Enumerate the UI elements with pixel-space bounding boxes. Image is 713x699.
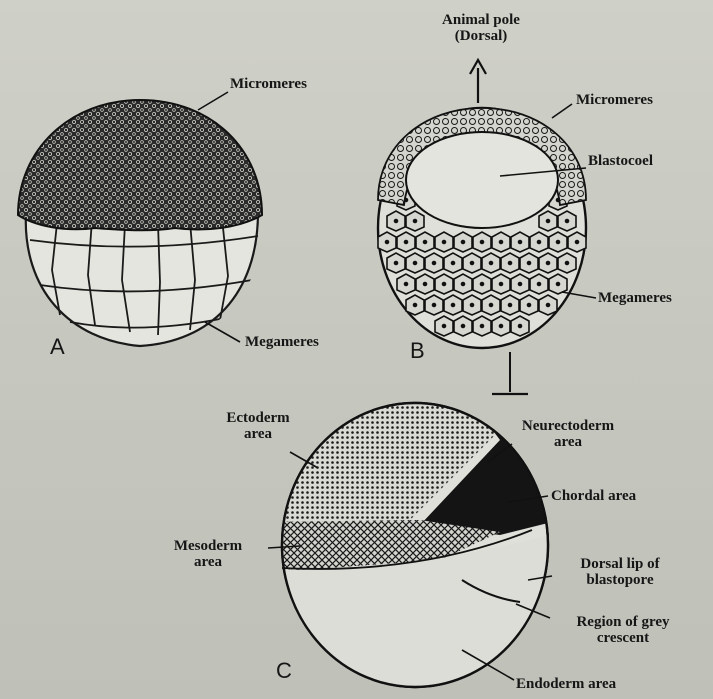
panel-a-megameres-label: Megameres (245, 334, 319, 350)
panel-c-letter: C (276, 658, 292, 684)
megamere-nucleus (566, 262, 569, 265)
megamere-nucleus (557, 241, 560, 244)
grey-crescent-line2: crescent (548, 630, 698, 646)
dorsal-lip-line2: blastopore (550, 572, 690, 588)
megamere-nucleus (538, 241, 541, 244)
megamere-nucleus (414, 220, 417, 223)
megamere-nucleus (405, 241, 408, 244)
megamere-nucleus (471, 304, 474, 307)
megamere-nucleus (547, 304, 550, 307)
megamere-nucleus (424, 241, 427, 244)
ectoderm-line1: Ectoderm (208, 410, 308, 426)
ectoderm-label: Ectoderm area (208, 410, 308, 442)
panel-a-micromeres-label: Micromeres (230, 76, 307, 92)
megamere-nucleus (424, 283, 427, 286)
megamere-nucleus (462, 325, 465, 328)
megamere-nucleus (519, 241, 522, 244)
panel-a-letter: A (50, 334, 65, 360)
ectoderm-line2: area (208, 426, 308, 442)
megamere-nucleus (462, 241, 465, 244)
mesoderm-label: Mesoderm area (148, 538, 268, 570)
panel-a-micromere-cap (18, 100, 262, 230)
megamere-nucleus (452, 304, 455, 307)
megamere-nucleus (386, 241, 389, 244)
panel-b-blastocoel-label: Blastocoel (588, 153, 653, 169)
animal-pole-line1: Animal pole (416, 12, 546, 28)
dorsal-lip-label: Dorsal lip of blastopore (550, 556, 690, 588)
megamere-nucleus (471, 262, 474, 265)
neurectoderm-line1: Neurectoderm (503, 418, 633, 434)
megamere-nucleus (528, 262, 531, 265)
megamere-nucleus (395, 220, 398, 223)
megamere-nucleus (490, 262, 493, 265)
megamere-nucleus (500, 241, 503, 244)
megamere-nucleus (576, 241, 579, 244)
megamere-nucleus (547, 220, 550, 223)
megamere-nucleus (547, 262, 550, 265)
megamere-nucleus (452, 262, 455, 265)
megamere-nucleus (443, 283, 446, 286)
megamere-nucleus (443, 325, 446, 328)
megamere-nucleus (481, 283, 484, 286)
dorsal-lip-line1: Dorsal lip of (550, 556, 690, 572)
animal-pole-label: Animal pole (Dorsal) (416, 12, 546, 44)
panel-b-micromeres-label: Micromeres (576, 92, 653, 108)
animal-pole-line2: (Dorsal) (416, 28, 546, 44)
panel-b-megameres-label: Megameres (598, 290, 672, 306)
megamere-nucleus (443, 241, 446, 244)
neurectoderm-line2: area (503, 434, 633, 450)
grey-crescent-label: Region of grey crescent (548, 614, 698, 646)
megamere-nucleus (519, 325, 522, 328)
megamere-nucleus (414, 262, 417, 265)
megamere-nucleus (405, 283, 408, 286)
megamere-nucleus (528, 304, 531, 307)
megamere-nucleus (481, 241, 484, 244)
megamere-nucleus (538, 283, 541, 286)
megamere-nucleus (557, 283, 560, 286)
mesoderm-line1: Mesoderm (148, 538, 268, 554)
megamere-nucleus (481, 325, 484, 328)
panel-b-letter: B (410, 338, 425, 364)
megamere-nucleus (509, 262, 512, 265)
neurectoderm-label: Neurectoderm area (503, 418, 633, 450)
grey-crescent-line1: Region of grey (548, 614, 698, 630)
megamere-nucleus (566, 220, 569, 223)
endoderm-label: Endoderm area (516, 676, 616, 692)
megamere-nucleus (395, 262, 398, 265)
megamere-nucleus (500, 325, 503, 328)
chordal-area-label: Chordal area (551, 488, 636, 504)
megamere-nucleus (509, 304, 512, 307)
megamere-nucleus (433, 304, 436, 307)
panel-b-blastocoel (406, 132, 558, 228)
megamere-nucleus (462, 283, 465, 286)
megamere-nucleus (500, 283, 503, 286)
mesoderm-line2: area (148, 554, 268, 570)
panel-a-embryo (18, 100, 262, 346)
megamere-nucleus (433, 262, 436, 265)
megamere-nucleus (519, 283, 522, 286)
megamere-nucleus (490, 304, 493, 307)
megamere-nucleus (414, 304, 417, 307)
